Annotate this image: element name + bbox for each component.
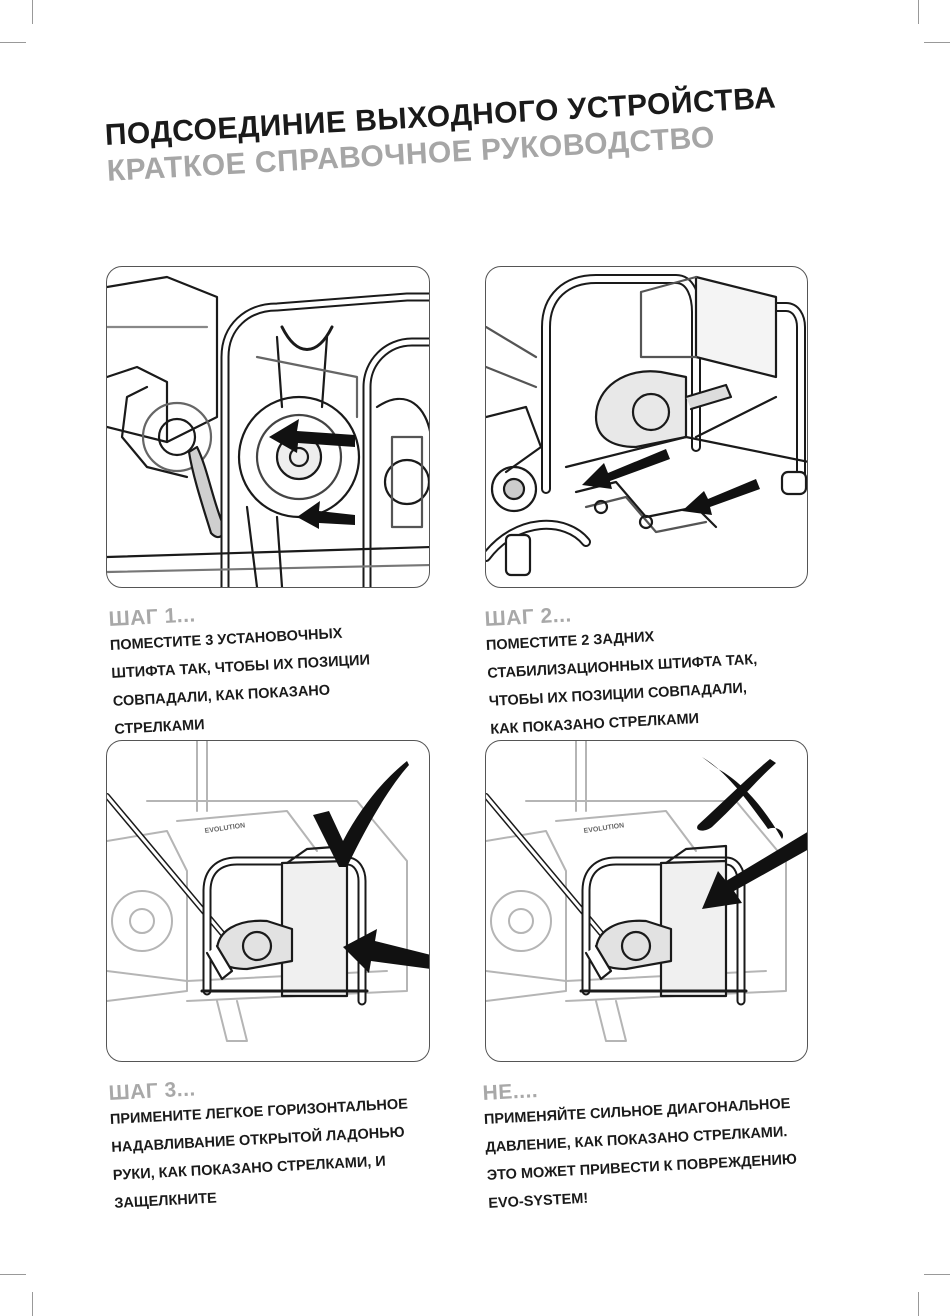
brand-logo-text: EVOLUTION xyxy=(204,822,245,835)
step3-drawing: EVOLUTION xyxy=(107,741,429,1042)
crop-mark xyxy=(924,42,950,43)
step2-drawing xyxy=(486,274,807,577)
crop-mark xyxy=(32,0,33,24)
step2-caption: ШАГ 2... ПОМЕСТИТЕ 2 ЗАДНИХ СТАБИЛИЗАЦИО… xyxy=(484,594,761,744)
title-block: ПОДСОЕДИНИЕ ВЫХОДНОГО УСТРОЙСТВА КРАТКОЕ… xyxy=(104,78,827,190)
crop-mark xyxy=(0,1274,26,1275)
step3-caption: ШАГ 3... ПРИМЕНИТЕ ЛЕГКОЕ ГОРИЗОНТАЛЬНОЕ… xyxy=(108,1066,413,1217)
step1-illustration xyxy=(106,266,430,588)
crop-mark xyxy=(32,1292,33,1316)
step2-illustration xyxy=(485,266,808,588)
cross-icon xyxy=(697,757,784,839)
brand-logo-text: EVOLUTION xyxy=(583,822,624,835)
step1-caption: ШАГ 1... ПОМЕСТИТЕ 3 УСТАНОВОЧНЫХ ШТИФТА… xyxy=(108,594,374,743)
crop-mark xyxy=(918,1292,919,1316)
crop-mark xyxy=(924,1274,950,1275)
crop-mark xyxy=(918,0,919,24)
step3-illustration: EVOLUTION xyxy=(106,740,430,1062)
warning-illustration: EVOLUTION xyxy=(485,740,808,1062)
step1-drawing xyxy=(107,275,429,587)
warning-drawing: EVOLUTION xyxy=(486,741,807,1042)
crop-mark xyxy=(0,42,26,43)
checkmark-icon xyxy=(313,761,409,867)
warning-caption: НЕ.... ПРИМЕНЯЙТЕ СИЛЬНОЕ ДИАГОНАЛЬНОЕ Д… xyxy=(482,1066,799,1218)
